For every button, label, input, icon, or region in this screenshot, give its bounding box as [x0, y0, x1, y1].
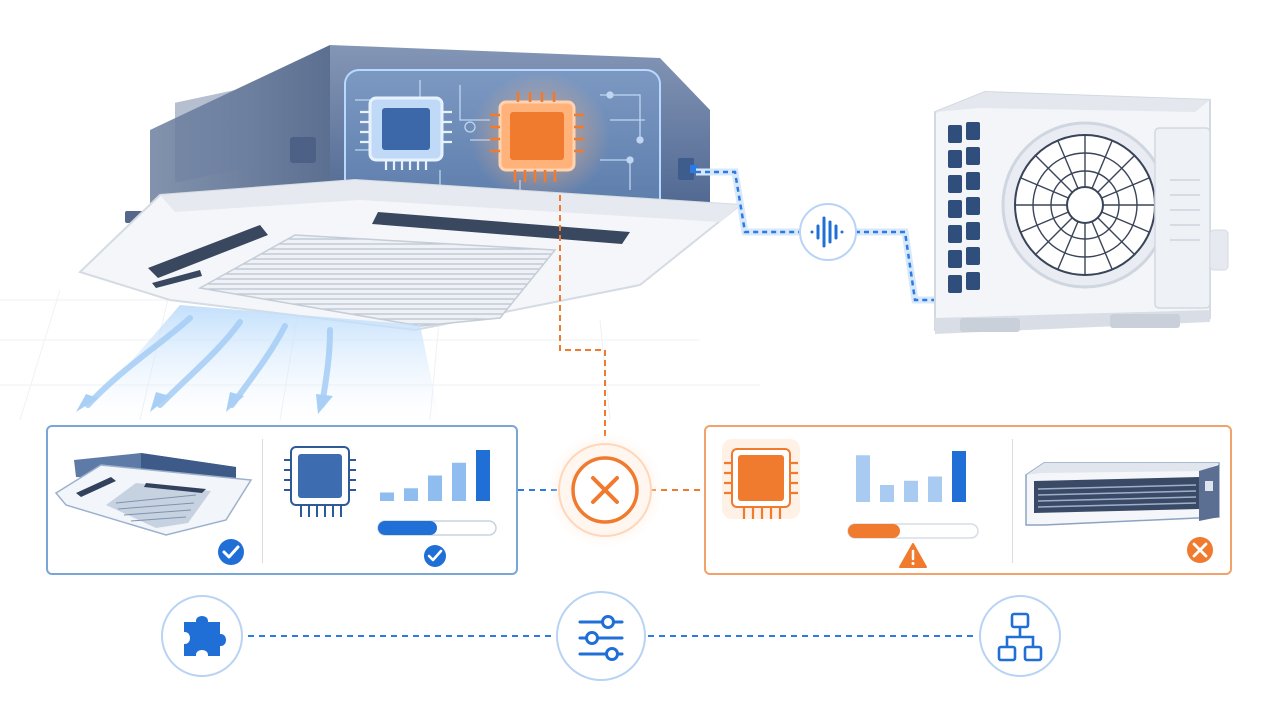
fault-chip-icon — [470, 72, 610, 202]
conflict-indicator — [547, 432, 663, 548]
compatible-panel — [46, 425, 518, 575]
chip-icon — [360, 98, 452, 170]
signal-bar — [476, 450, 490, 501]
signal-bar — [404, 488, 418, 501]
cassette-unit-icon — [56, 453, 251, 535]
incompatible-panel — [704, 425, 1232, 575]
warning-icon — [900, 544, 926, 567]
indoor-cassette-unit — [76, 45, 740, 420]
signal-bars — [856, 451, 966, 502]
signal-bar — [428, 476, 442, 502]
signal-bar — [952, 451, 966, 502]
sound-wave-icon — [800, 204, 856, 260]
signal-bar — [928, 477, 942, 503]
signal-bar — [856, 455, 870, 502]
progress-bar — [378, 521, 496, 535]
signal-bar — [380, 493, 394, 502]
check-badge-icon — [218, 539, 244, 565]
check-badge-icon — [424, 545, 446, 567]
error-badge-icon — [1187, 537, 1213, 563]
outdoor-condenser-unit — [935, 92, 1228, 334]
chip-icon — [722, 439, 800, 519]
progress-bar — [848, 524, 978, 538]
chip-icon — [284, 447, 356, 517]
signal-bar — [452, 463, 466, 501]
signal-bar — [880, 485, 894, 502]
airflow-arrows-icon — [76, 305, 440, 420]
signal-bars — [380, 450, 490, 501]
ducted-unit-icon — [1026, 463, 1219, 525]
large-fan-icon — [1003, 123, 1167, 287]
signal-bar — [904, 481, 918, 502]
